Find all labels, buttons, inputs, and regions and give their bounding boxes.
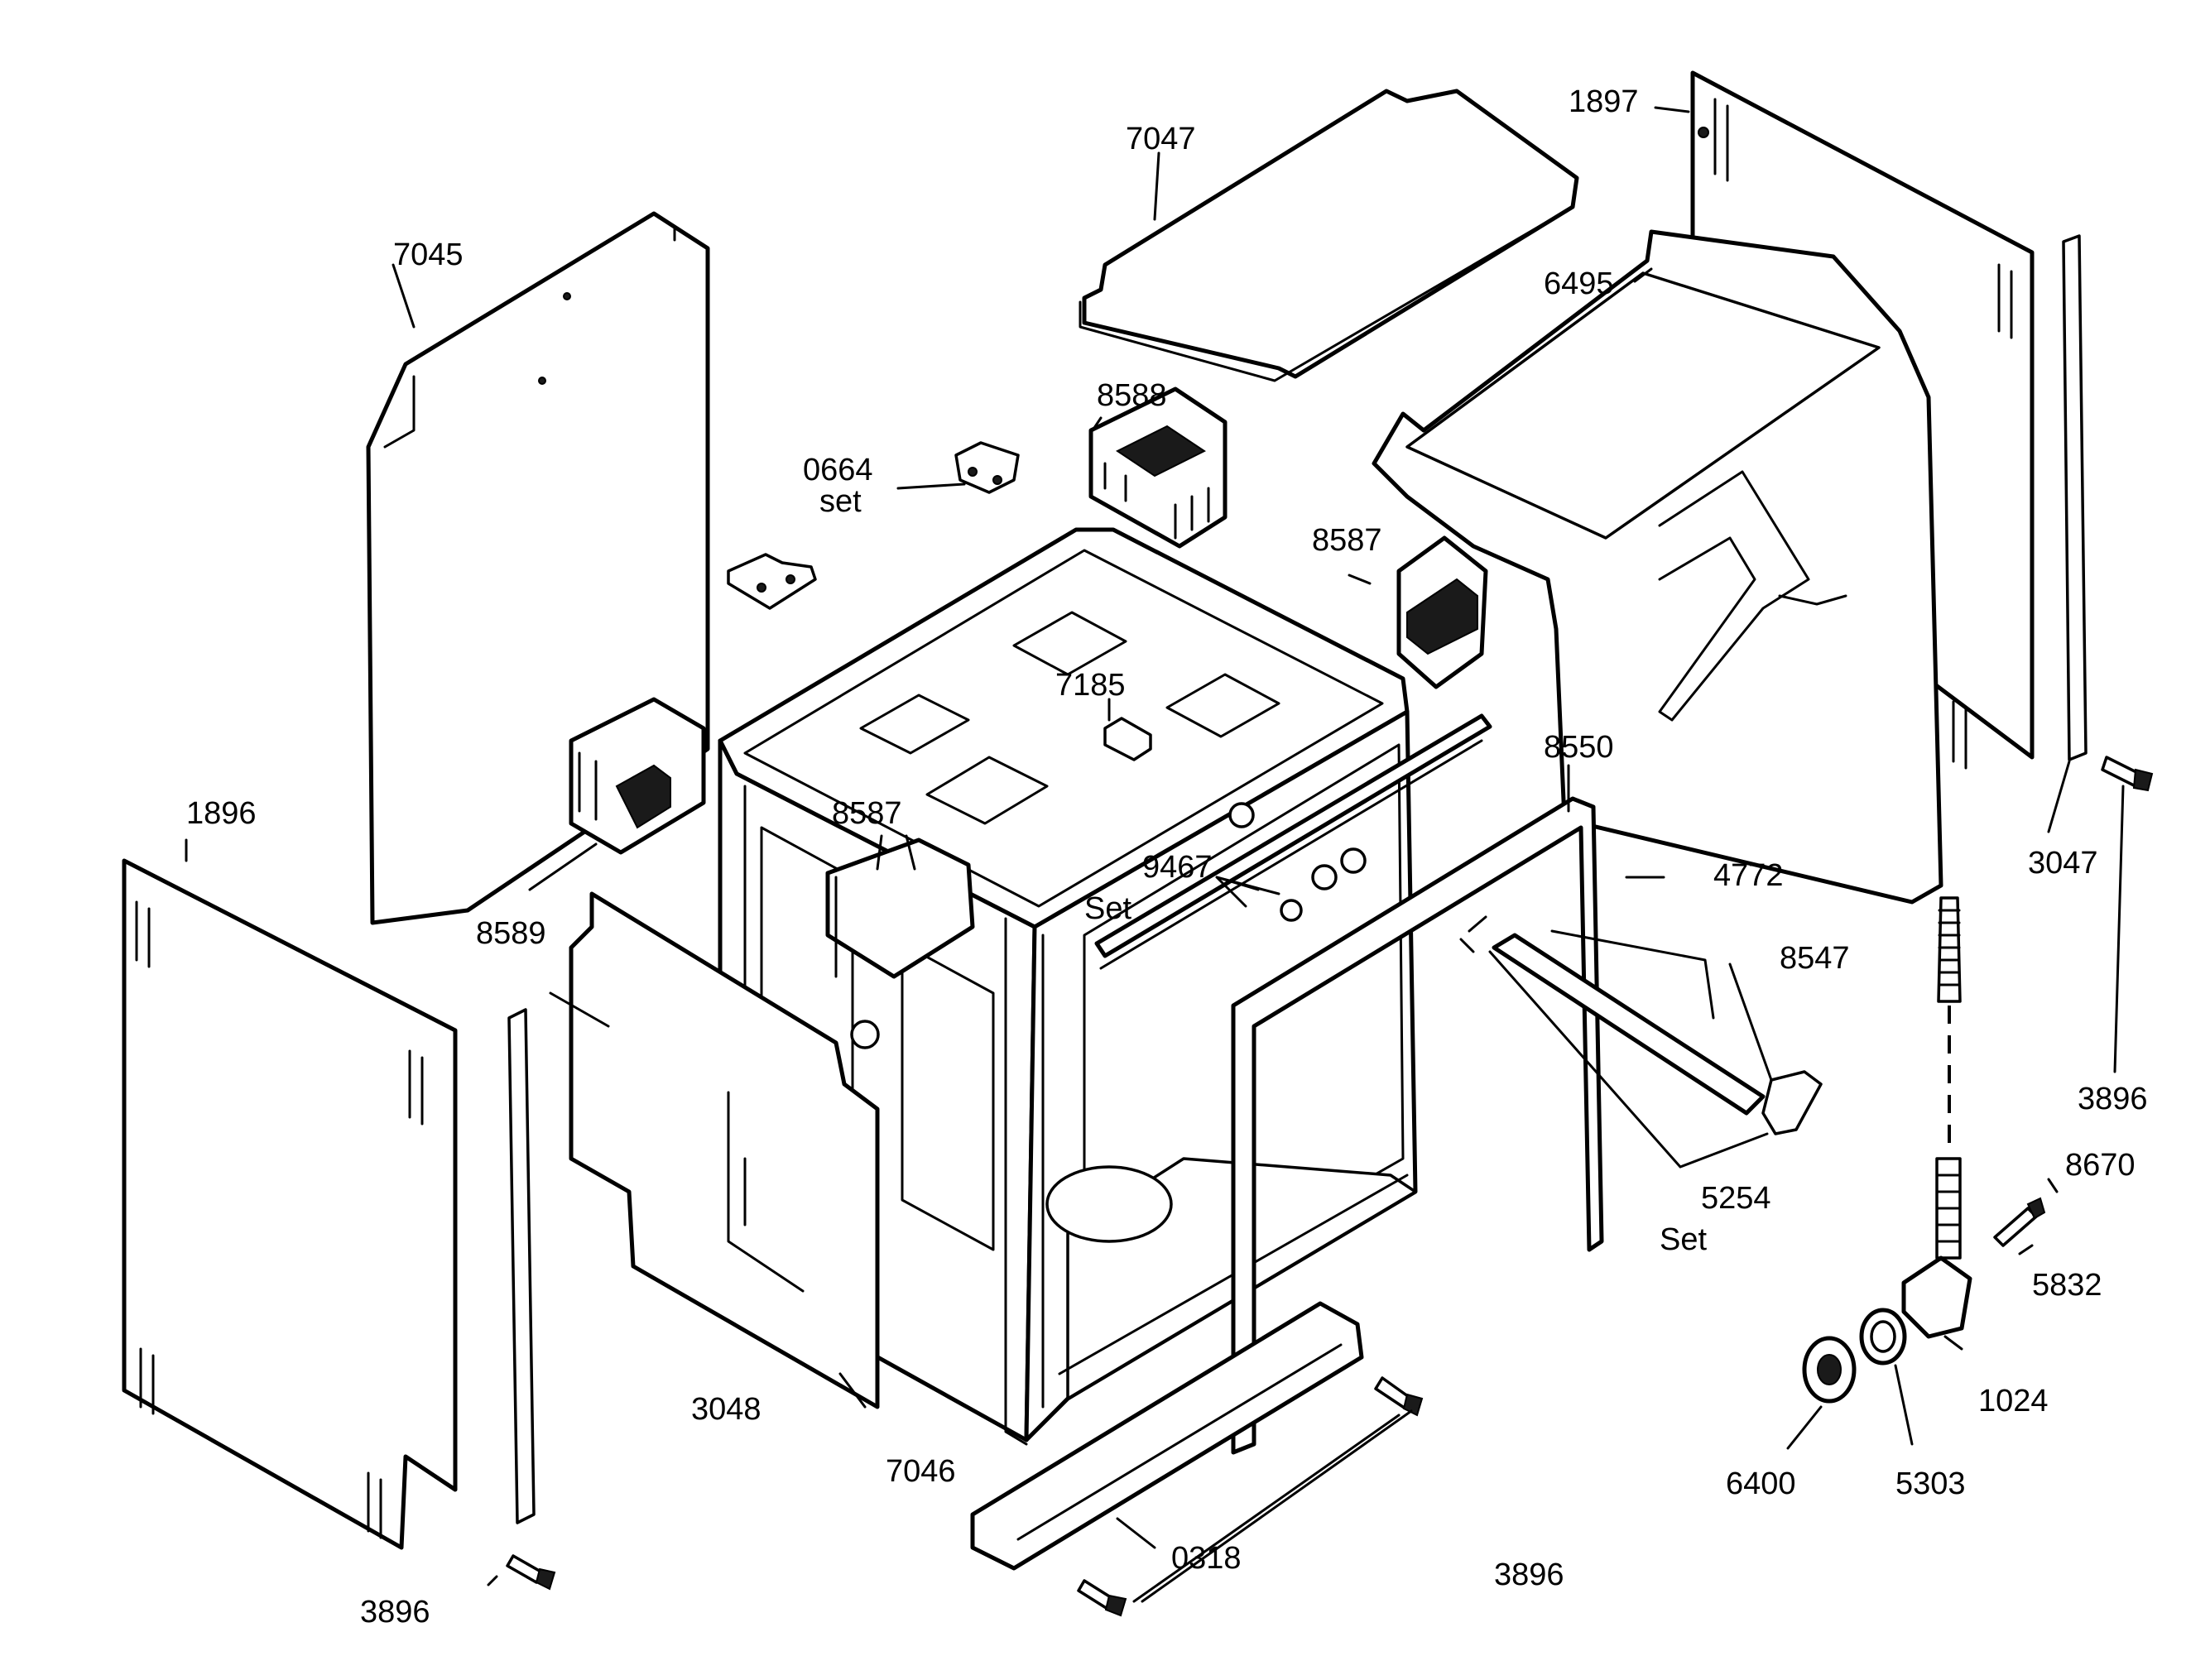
label-1897: 1897 bbox=[1569, 84, 1639, 119]
label-5254: 5254 bbox=[1701, 1181, 1771, 1216]
label-7046: 7046 bbox=[886, 1454, 956, 1489]
label-8589: 8589 bbox=[476, 916, 546, 951]
label-8587-top: 8587 bbox=[1312, 523, 1382, 558]
part-8547-hinge-arm bbox=[1459, 915, 1823, 1135]
part-8589-bracket bbox=[569, 697, 706, 855]
label-4772: 4772 bbox=[1713, 858, 1784, 893]
label-8588: 8588 bbox=[1097, 378, 1167, 413]
leader-lines bbox=[185, 106, 2125, 1603]
label-7045: 7045 bbox=[393, 238, 464, 272]
label-8670: 8670 bbox=[2065, 1148, 2136, 1183]
label-9467-set: Set bbox=[1084, 891, 1131, 926]
label-5832: 5832 bbox=[2032, 1268, 2102, 1303]
label-6495: 6495 bbox=[1544, 266, 1614, 301]
part-8587-bracket-upper bbox=[1396, 535, 1488, 689]
screw-5832 bbox=[1993, 1197, 2046, 1247]
label-8550: 8550 bbox=[1544, 730, 1614, 765]
part-0318-bottom-rail bbox=[970, 1301, 1364, 1571]
label-3896-right: 3896 bbox=[2078, 1082, 2148, 1116]
label-1024: 1024 bbox=[1978, 1384, 2049, 1418]
screw-3896-right bbox=[2101, 756, 2154, 792]
part-9467-rail-set bbox=[1094, 713, 1492, 970]
label-3047: 3047 bbox=[2028, 846, 2098, 881]
label-8547: 8547 bbox=[1780, 941, 1850, 976]
label-0664-set: set bbox=[819, 484, 862, 519]
label-3896-left: 3896 bbox=[360, 1595, 430, 1630]
screw-3896-bottom-2 bbox=[1077, 1579, 1127, 1617]
label-0664: 0664 bbox=[803, 453, 873, 487]
part-4772-door-gasket bbox=[1231, 796, 1604, 1455]
part-8588-bracket bbox=[1088, 386, 1228, 549]
label-7185: 7185 bbox=[1055, 668, 1126, 703]
part-labels: 1897 7047 7045 6495 8588 0664 set 8587 7… bbox=[186, 84, 2148, 1630]
part-7047-top-panel bbox=[1079, 89, 1579, 382]
part-3048-seal-strip bbox=[507, 1008, 536, 1524]
label-5303: 5303 bbox=[1895, 1466, 1966, 1501]
part-8670-spring-assembly bbox=[1901, 896, 1972, 1339]
screw-3896-left bbox=[506, 1554, 556, 1591]
part-3047-seal-strip bbox=[2062, 234, 2088, 761]
part-1896-side-panel bbox=[122, 858, 458, 1550]
part-0664-brackets bbox=[727, 441, 1020, 610]
part-8587-bracket-lower bbox=[825, 838, 975, 1049]
label-6400: 6400 bbox=[1726, 1466, 1796, 1501]
label-0318: 0318 bbox=[1171, 1541, 1242, 1576]
label-5254-set: Set bbox=[1660, 1222, 1707, 1257]
label-9467: 9467 bbox=[1142, 850, 1213, 885]
part-5303-seal bbox=[1859, 1308, 1907, 1366]
label-1896: 1896 bbox=[186, 796, 257, 831]
part-6400-washer bbox=[1802, 1336, 1857, 1404]
label-7047: 7047 bbox=[1126, 122, 1196, 156]
part-7185-clip bbox=[1103, 717, 1152, 761]
label-8587-mid: 8587 bbox=[832, 796, 902, 831]
part-7046-side-panel bbox=[569, 891, 880, 1409]
screw-3896-bottom-1 bbox=[1374, 1376, 1424, 1417]
label-3896-bottom: 3896 bbox=[1494, 1558, 1564, 1592]
label-3048: 3048 bbox=[691, 1392, 761, 1427]
part-6495-frame-panel bbox=[1372, 229, 1943, 905]
